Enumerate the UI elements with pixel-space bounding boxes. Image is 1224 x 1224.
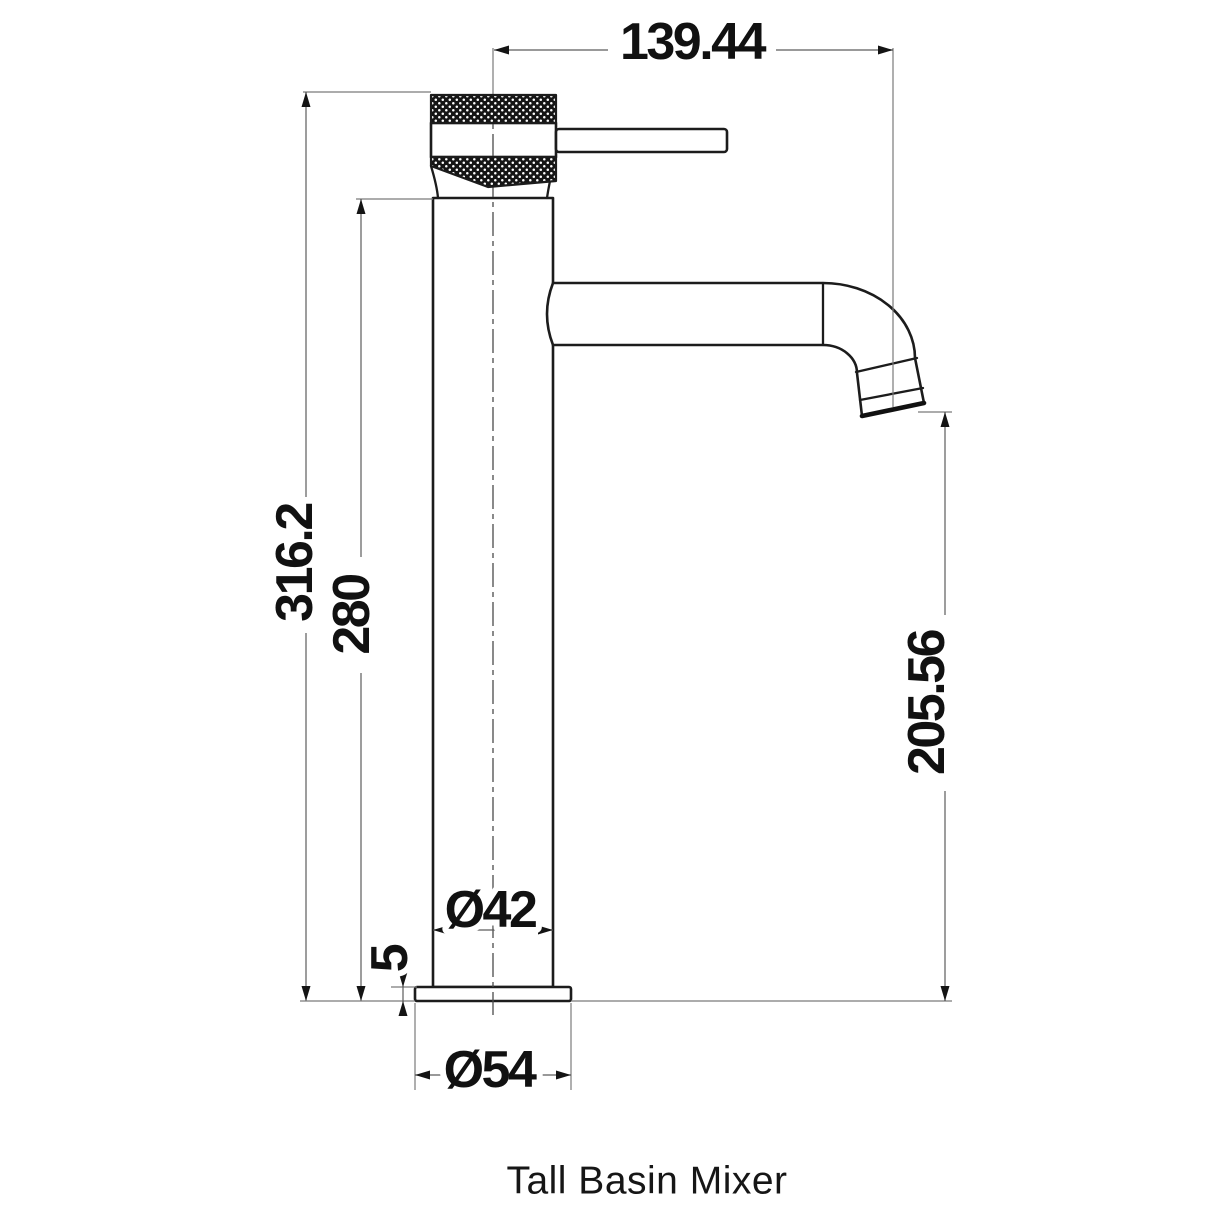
arrowhead — [556, 1070, 571, 1080]
dim-label-body-height: 280 — [323, 575, 381, 655]
arrowhead — [301, 986, 311, 1001]
outlet-face — [859, 400, 927, 419]
dim-body-diameter: Ø42 — [433, 875, 553, 945]
dim-label-spout-outlet-height: 205.56 — [898, 629, 956, 775]
arrowhead — [398, 1001, 408, 1016]
spout-outline — [545, 281, 926, 418]
knurled-ring-top — [429, 93, 558, 125]
arrowhead — [940, 986, 950, 1001]
dim-body-height: 280 — [317, 198, 433, 1001]
aerator-lines — [854, 356, 925, 402]
handle-lever — [554, 127, 729, 154]
arrowhead — [301, 92, 311, 107]
arrowhead — [415, 1070, 430, 1080]
dim-label-base-height: 5 — [361, 944, 419, 972]
arrowhead — [433, 925, 448, 935]
handle-cap — [429, 93, 729, 189]
dimension-annotations: 139.44 316.2 280 205.56 — [260, 7, 962, 1105]
dim-overall-height: 316.2 — [260, 91, 431, 1001]
arrowhead — [494, 45, 509, 55]
knurled-ring-bottom — [429, 155, 558, 189]
arrowhead — [398, 972, 408, 987]
drawing-title: Tall Basin Mixer — [506, 1160, 787, 1203]
arrowhead — [356, 199, 366, 214]
spout — [545, 281, 927, 419]
arrowhead — [538, 925, 553, 935]
dim-label-spout-reach: 139.44 — [620, 13, 767, 71]
arrowhead — [878, 45, 893, 55]
dim-label-body-diameter: Ø42 — [445, 881, 536, 939]
dim-label-overall-height: 316.2 — [266, 504, 324, 622]
dim-spout-reach: 139.44 — [494, 7, 894, 407]
dim-base-diameter: Ø54 — [414, 1003, 572, 1105]
shoulder-curve-left — [429, 164, 440, 200]
dim-spout-outlet-height: 205.56 — [571, 411, 962, 1002]
arrowhead — [940, 412, 950, 427]
dim-label-base-diameter: Ø54 — [444, 1041, 537, 1099]
arrowhead — [356, 986, 366, 1001]
